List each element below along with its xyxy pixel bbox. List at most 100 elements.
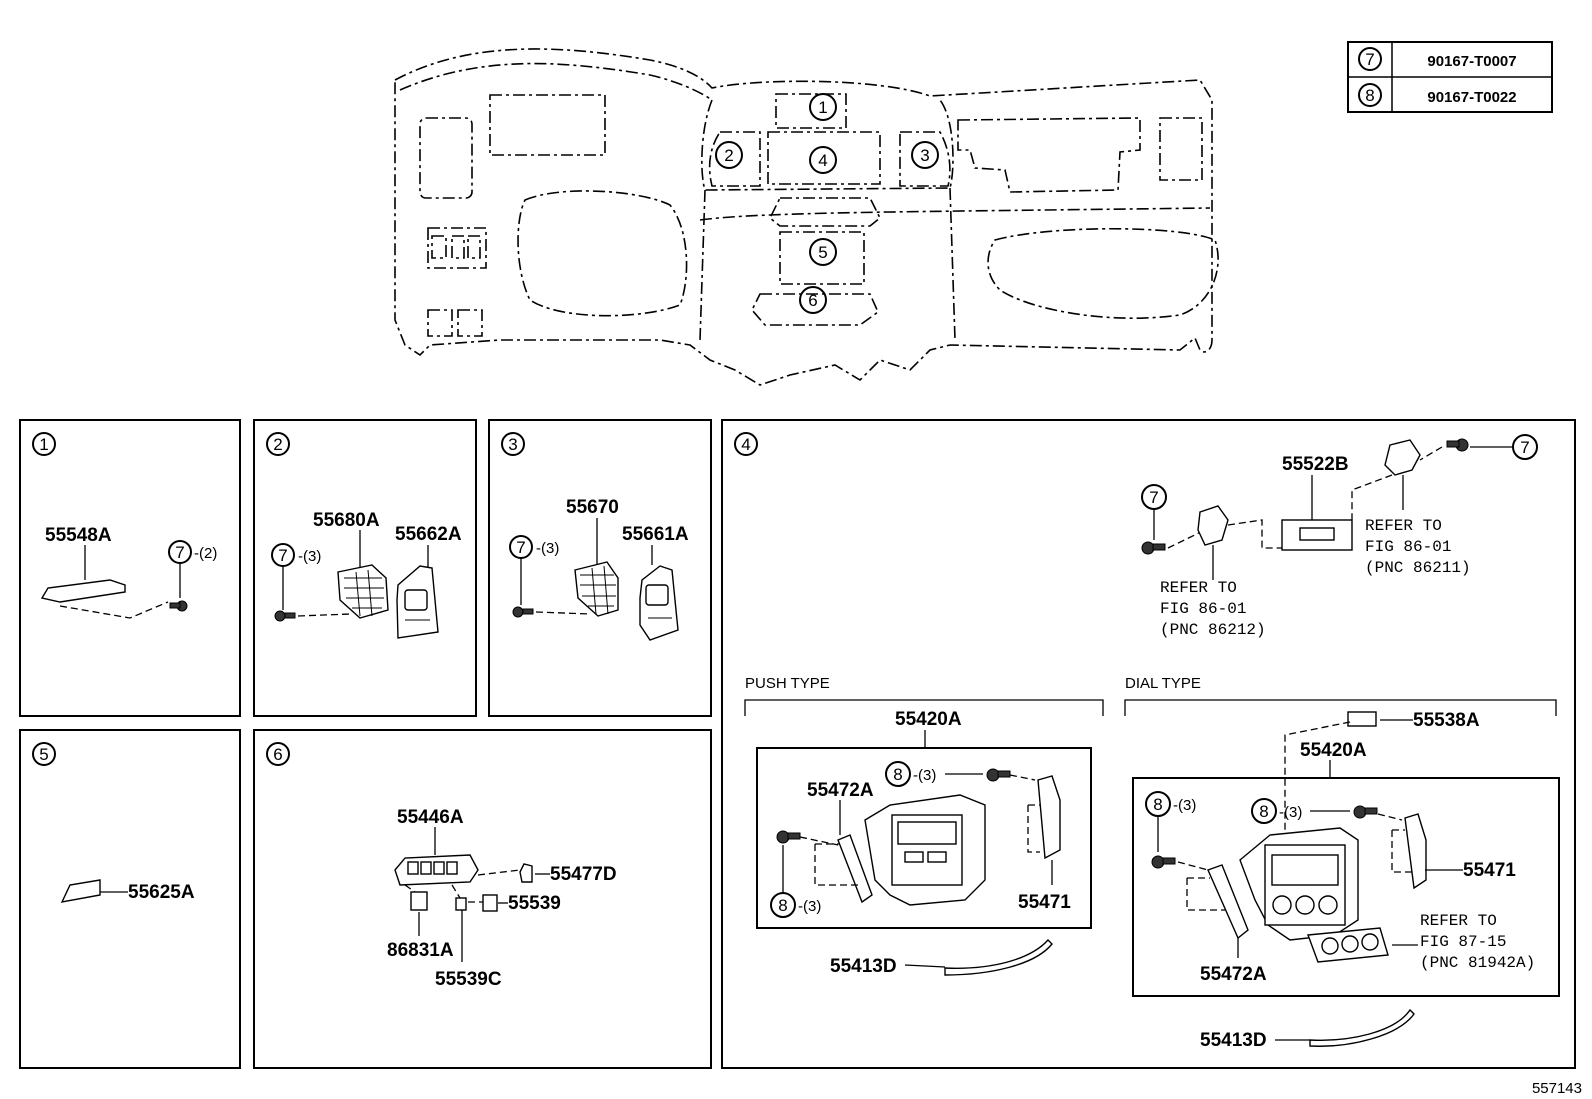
part-55680A: 55680A (313, 510, 380, 531)
garnish-part (60, 879, 101, 903)
dial-refer-line3: (PNC 81942A) (1420, 954, 1535, 972)
dial-refer-line1: REFER TO (1420, 912, 1497, 930)
screw-callout: 7 (278, 546, 287, 565)
screw-callout: 7 (516, 538, 525, 557)
part-55522B: 55522B (1282, 454, 1349, 475)
panel-1: 1 55548A 7 -(2) (19, 419, 241, 717)
overview-callout-2: 2 (715, 141, 743, 169)
panel-3: 3 55670 55661A 7 -(3) (488, 419, 712, 717)
dial-knob-panel-part (1307, 927, 1389, 963)
part-55477D: 55477D (550, 864, 617, 885)
trim-right-part (1037, 775, 1061, 860)
part-55548A: 55548A (45, 525, 112, 546)
bracket-left-part (1197, 505, 1229, 546)
panel-2-number: 2 (273, 435, 282, 454)
cover-c-part (455, 897, 467, 911)
screw-icon (986, 768, 1011, 782)
screw-callout: 7 (175, 543, 184, 562)
part-55662A: 55662A (395, 524, 462, 545)
panel-2: 2 55680A 55662A 7 -(3) (253, 419, 477, 717)
refer-right-line2: FIG 86-01 (1365, 538, 1451, 556)
vent-part (337, 564, 389, 619)
part-55539: 55539 (508, 893, 561, 914)
clock-part (1281, 519, 1353, 551)
screw-icon (1446, 438, 1469, 452)
vent-cover-part (396, 565, 439, 639)
push-screw-top: 8 (893, 765, 902, 784)
refer-left-line1: REFER TO (1160, 579, 1237, 597)
plug-part (519, 863, 533, 883)
dial-switch-label: 55538A (1413, 710, 1480, 731)
dial-trim-left-part (1207, 864, 1249, 940)
dial-strip-part: 55413D (1200, 1030, 1267, 1051)
vent-cover-part (639, 565, 679, 641)
dial-switch-part (1347, 711, 1377, 727)
screw-icon (1141, 541, 1166, 555)
push-trim-right: 55471 (1018, 892, 1071, 913)
screw-legend-table: 7 90167-T0007 8 90167-T0022 (1347, 41, 1553, 113)
cover-part (40, 579, 126, 603)
dial-trim-left: 55472A (1200, 964, 1267, 985)
push-strip-part: 55413D (830, 956, 897, 977)
svg-text:5: 5 (818, 243, 827, 262)
panel-4-number: 4 (741, 435, 750, 454)
push-type-section: PUSH TYPE 55420A 55472A 8 -(3) 55471 (744, 675, 1104, 977)
legend-part-8: 90167-T0022 (1427, 89, 1516, 106)
legend-circle-8: 8 (1365, 86, 1374, 105)
cover-part (482, 894, 498, 912)
push-center-panel-part (864, 794, 986, 906)
overview-callout-4: 4 (809, 146, 837, 174)
trim-left-part (837, 834, 873, 904)
screw-icon (512, 606, 534, 618)
push-screw-bottom-qty: -(3) (798, 898, 821, 915)
refer-left-line3: (PNC 86212) (1160, 621, 1266, 639)
legend-circle-7: 7 (1365, 50, 1374, 69)
overview-callout-1: 1 (809, 93, 837, 121)
dial-trim-right: 55471 (1463, 860, 1516, 881)
panel-4: 4 55522B 7 REFER TO FIG 86-01 (PNC 86211… (721, 419, 1576, 1069)
switch-base-part (394, 854, 479, 886)
push-screw-bottom: 8 (778, 896, 787, 915)
figure-id: 557143 (1532, 1080, 1582, 1097)
svg-text:2: 2 (724, 146, 733, 165)
dial-screw-left: 8 (1153, 795, 1162, 814)
part-55670: 55670 (566, 497, 619, 518)
panel-6: 6 55446A 55477D 55539 55539C 86831A (253, 729, 712, 1069)
refer-right-line3: (PNC 86211) (1365, 559, 1471, 577)
screw-icon (1151, 855, 1176, 869)
screw-callout-left: 7 (1149, 488, 1158, 507)
svg-text:1: 1 (818, 98, 827, 117)
refer-left-line2: FIG 86-01 (1160, 600, 1246, 618)
dial-refer-line2: FIG 87-15 (1420, 933, 1506, 951)
part-55446A: 55446A (397, 807, 464, 828)
screw-qty: -(3) (298, 548, 321, 565)
push-trim-left: 55472A (807, 780, 874, 801)
svg-text:4: 4 (818, 151, 827, 170)
dial-screw-top-qty: -(3) (1279, 804, 1302, 821)
panel-6-number: 6 (273, 745, 282, 764)
dial-trim-right-part (1404, 813, 1427, 890)
part-55539C: 55539C (435, 969, 502, 990)
screw-icon (1353, 805, 1378, 819)
screw-icon (169, 600, 188, 612)
dial-center-panel-part (1239, 827, 1359, 941)
push-screw-top-qty: -(3) (913, 767, 936, 784)
overview-callout-6: 6 (799, 286, 827, 314)
panel-5-number: 5 (39, 745, 48, 764)
dashboard-overview: 1 2 3 4 5 6 (394, 48, 1219, 386)
screw-qty: -(2) (194, 545, 217, 562)
screw-callout-top: 7 (1520, 438, 1529, 457)
push-type-label: PUSH TYPE (745, 675, 830, 692)
part-55625A: 55625A (128, 882, 195, 903)
dial-panel-part: 55420A (1300, 740, 1367, 761)
dial-screw-top: 8 (1259, 802, 1268, 821)
panel-3-number: 3 (508, 435, 517, 454)
screw-icon (274, 610, 296, 622)
screw-icon (776, 830, 801, 844)
lamp-part (410, 891, 428, 911)
svg-text:3: 3 (920, 146, 929, 165)
part-55661A: 55661A (622, 524, 689, 545)
vent-part (574, 561, 619, 617)
push-panel-part: 55420A (895, 709, 962, 730)
